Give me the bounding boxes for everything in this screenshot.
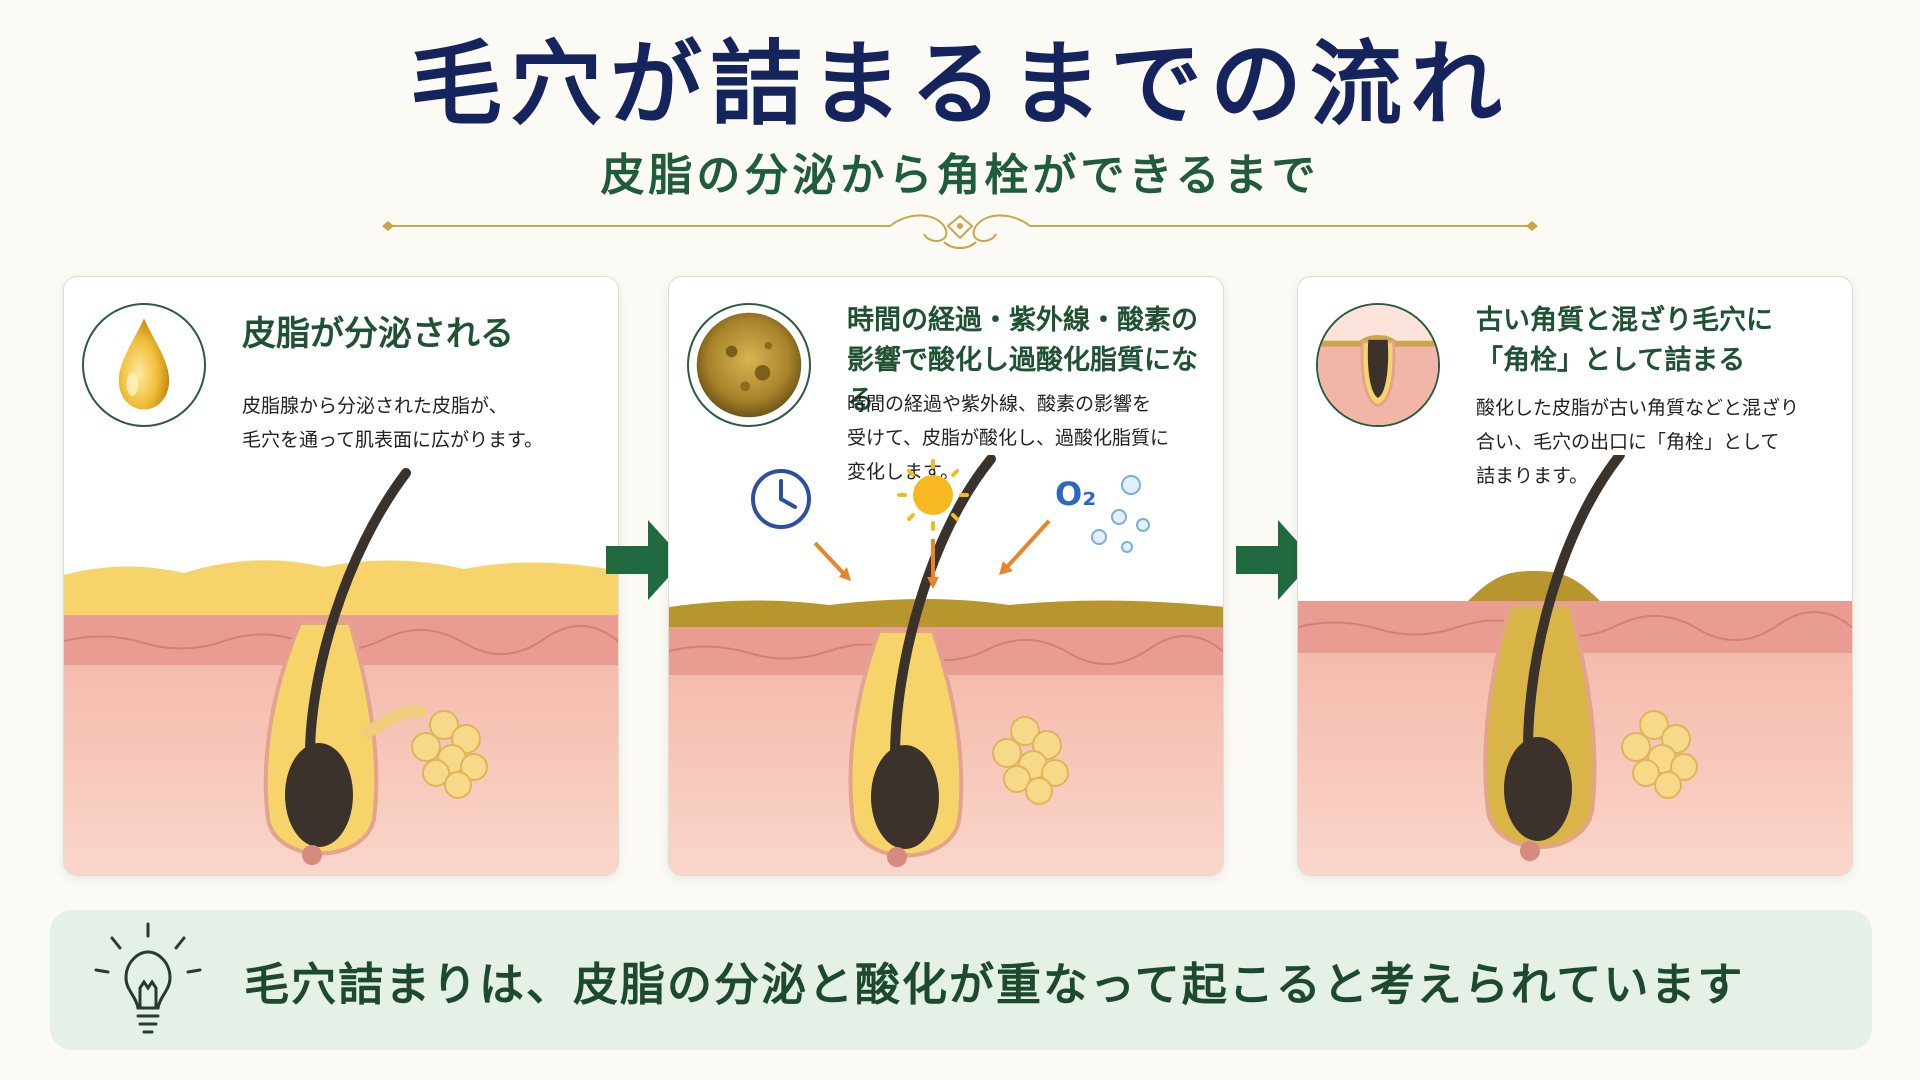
step-panel-oxidation: 時間の経過・紫外線・酸素の 影響で酸化し過酸化脂質になる 時間の経過や紫外線、酸… <box>668 276 1224 876</box>
step-panel-sebum-secretion: 皮脂が分泌される 皮脂腺から分泌された皮脂が、 毛穴を通って肌表面に広がります。 <box>63 276 619 876</box>
summary-text: 毛穴詰まりは、皮脂の分泌と酸化が重なって起こると考えられています <box>244 957 1745 1011</box>
skin-cross-section-sebum <box>64 468 618 875</box>
step-2-line-2: 受けて、皮脂が酸化し、過酸化脂質に <box>847 427 1170 449</box>
next-step-arrow-1 <box>606 520 684 600</box>
step-3-heading: 古い角質と混ざり毛穴に 「角栓」として詰まる <box>1476 301 1846 381</box>
step-3-heading-line-2: 「角栓」として詰まる <box>1476 345 1746 376</box>
step-panel-clogged-pore: 古い角質と混ざり毛穴に 「角栓」として詰まる 酸化した皮脂が古い角質などと混ざり… <box>1297 276 1853 876</box>
step-2-line-1: 時間の経過や紫外線、酸素の影響を <box>847 393 1152 415</box>
clogged-pore-icon <box>1316 303 1440 427</box>
summary-banner: 毛穴詰まりは、皮脂の分泌と酸化が重なって起こると考えられています <box>50 910 1872 1050</box>
skin-cross-section-plug <box>1298 455 1852 875</box>
page-title: 毛穴が詰まるまでの流れ <box>409 31 1510 138</box>
lightbulb-icon <box>94 922 202 1034</box>
ornament-divider <box>382 214 1538 249</box>
skin-cross-section-oxidation: O₂ <box>669 455 1223 875</box>
step-3-line-1: 酸化した皮脂が古い角質などと混ざり <box>1476 397 1800 419</box>
step-3-line-2: 合い、毛穴の出口に「角栓」として <box>1476 431 1780 453</box>
oxygen-icon: O₂ <box>999 475 1150 575</box>
next-step-arrow-2 <box>1236 520 1314 600</box>
step-3-heading-line-1: 古い角質と混ざり毛穴に <box>1476 305 1773 336</box>
step-2-heading-line-2: 影響で酸化し過酸化脂質になる <box>847 345 1198 416</box>
step-1-description: 皮脂腺から分泌された皮脂が、 毛穴を通って肌表面に広がります。 <box>242 389 602 457</box>
step-2-heading-line-1: 時間の経過・紫外線・酸素の <box>847 305 1198 336</box>
page-subtitle: 皮脂の分泌から角栓ができるまで <box>600 150 1320 201</box>
clock-icon <box>751 469 851 581</box>
step-3-description: 酸化した皮脂が古い角質などと混ざり 合い、毛穴の出口に「角栓」として 詰まります… <box>1476 391 1846 493</box>
sun-uv-icon <box>897 459 969 589</box>
oil-drop-icon <box>82 303 206 427</box>
step-1-line-1: 皮脂腺から分泌された皮脂が、 <box>242 395 508 417</box>
oxygen-label: O₂ <box>1055 475 1096 513</box>
oxidized-sebum-icon <box>687 303 811 427</box>
step-1-line-2: 毛穴を通って肌表面に広がります。 <box>242 429 544 451</box>
step-3-line-3: 詰まります。 <box>1476 465 1589 487</box>
step-2-heading: 時間の経過・紫外線・酸素の 影響で酸化し過酸化脂質になる <box>847 301 1217 421</box>
step-1-heading: 皮脂が分泌される <box>242 314 514 354</box>
